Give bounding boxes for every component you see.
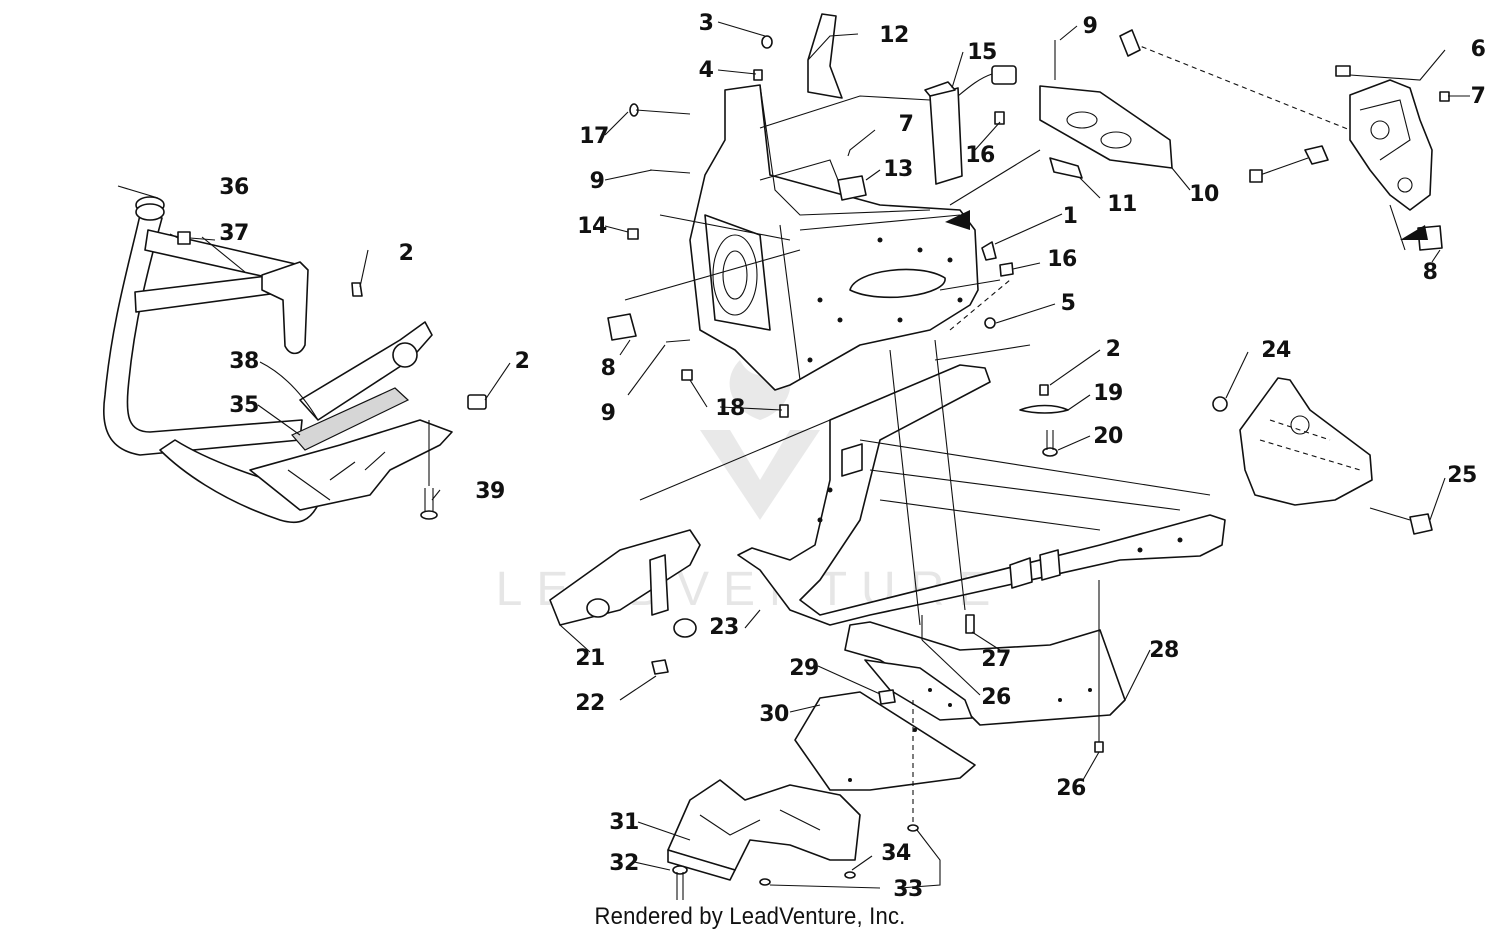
callout-26-rear: 26 bbox=[1056, 776, 1086, 801]
mounting-plate bbox=[1039, 40, 1173, 179]
callout-29: 29 bbox=[789, 656, 819, 681]
callout-34: 34 bbox=[881, 841, 911, 866]
callout-2-bumper-clip: 2 bbox=[399, 241, 414, 266]
callout-2-skid-nut: 2 bbox=[515, 349, 530, 374]
callout-38: 38 bbox=[229, 349, 259, 374]
callout-14: 14 bbox=[577, 214, 607, 239]
render-credit: Rendered by LeadVenture, Inc. bbox=[594, 903, 906, 930]
callout-24: 24 bbox=[1261, 338, 1291, 363]
steering-bracket bbox=[1119, 29, 1450, 251]
main-frame bbox=[737, 339, 1226, 626]
callout-7-bracket: 7 bbox=[1471, 84, 1486, 109]
leader-lines bbox=[117, 21, 1470, 889]
callout-12: 12 bbox=[879, 23, 909, 48]
callout-2-frame-clip: 2 bbox=[1106, 337, 1121, 362]
callout-17: 17 bbox=[579, 124, 609, 149]
lower-guard bbox=[667, 779, 919, 900]
callout-23: 23 bbox=[709, 615, 739, 640]
callout-18: 18 bbox=[715, 396, 745, 421]
callout-25: 25 bbox=[1447, 463, 1477, 488]
callout-9-frame-lower: 9 bbox=[601, 401, 616, 426]
callout-30: 30 bbox=[759, 702, 789, 727]
callout-7-frame: 7 bbox=[899, 112, 914, 137]
callout-27: 27 bbox=[981, 647, 1011, 672]
callout-8-bracket: 8 bbox=[1423, 260, 1438, 285]
callout-15: 15 bbox=[967, 40, 997, 65]
callout-32: 32 bbox=[609, 851, 639, 876]
clip-and-screw bbox=[1019, 384, 1069, 457]
callout-35: 35 bbox=[229, 393, 259, 418]
callout-5: 5 bbox=[1061, 291, 1076, 316]
callout-16-frame: 16 bbox=[1047, 247, 1077, 272]
callout-8-frame: 8 bbox=[601, 356, 616, 381]
callout-37: 37 bbox=[219, 221, 249, 246]
callout-labels: 1 2 2 2 3 4 5 6 7 7 8 8 9 9 9 10 11 12 1… bbox=[219, 11, 1486, 902]
callout-13: 13 bbox=[883, 157, 913, 182]
front-frame-assembly bbox=[607, 13, 1014, 418]
callout-4: 4 bbox=[699, 58, 714, 83]
bumper-assembly bbox=[103, 196, 487, 524]
callout-39: 39 bbox=[475, 479, 505, 504]
callout-16-module: 16 bbox=[965, 143, 995, 168]
callout-9-frame-upper: 9 bbox=[590, 169, 605, 194]
callout-26-skid: 26 bbox=[981, 685, 1011, 710]
callout-22: 22 bbox=[575, 691, 605, 716]
front-mount bbox=[549, 529, 701, 675]
callout-33: 33 bbox=[893, 877, 923, 902]
callout-6: 6 bbox=[1471, 37, 1486, 62]
callout-21: 21 bbox=[575, 646, 605, 671]
callout-28: 28 bbox=[1149, 638, 1179, 663]
callout-36: 36 bbox=[219, 175, 249, 200]
callout-3: 3 bbox=[699, 11, 714, 36]
side-panel bbox=[1212, 377, 1433, 535]
callout-11: 11 bbox=[1107, 192, 1137, 217]
belly-pan bbox=[794, 691, 976, 791]
callout-1: 1 bbox=[1063, 204, 1078, 229]
callout-20: 20 bbox=[1093, 424, 1123, 449]
callout-19: 19 bbox=[1093, 381, 1123, 406]
callout-31: 31 bbox=[609, 810, 639, 835]
callout-10: 10 bbox=[1189, 182, 1219, 207]
skid-plate bbox=[844, 614, 1126, 753]
electrical-module bbox=[924, 65, 1017, 185]
callout-9-top: 9 bbox=[1083, 14, 1098, 39]
